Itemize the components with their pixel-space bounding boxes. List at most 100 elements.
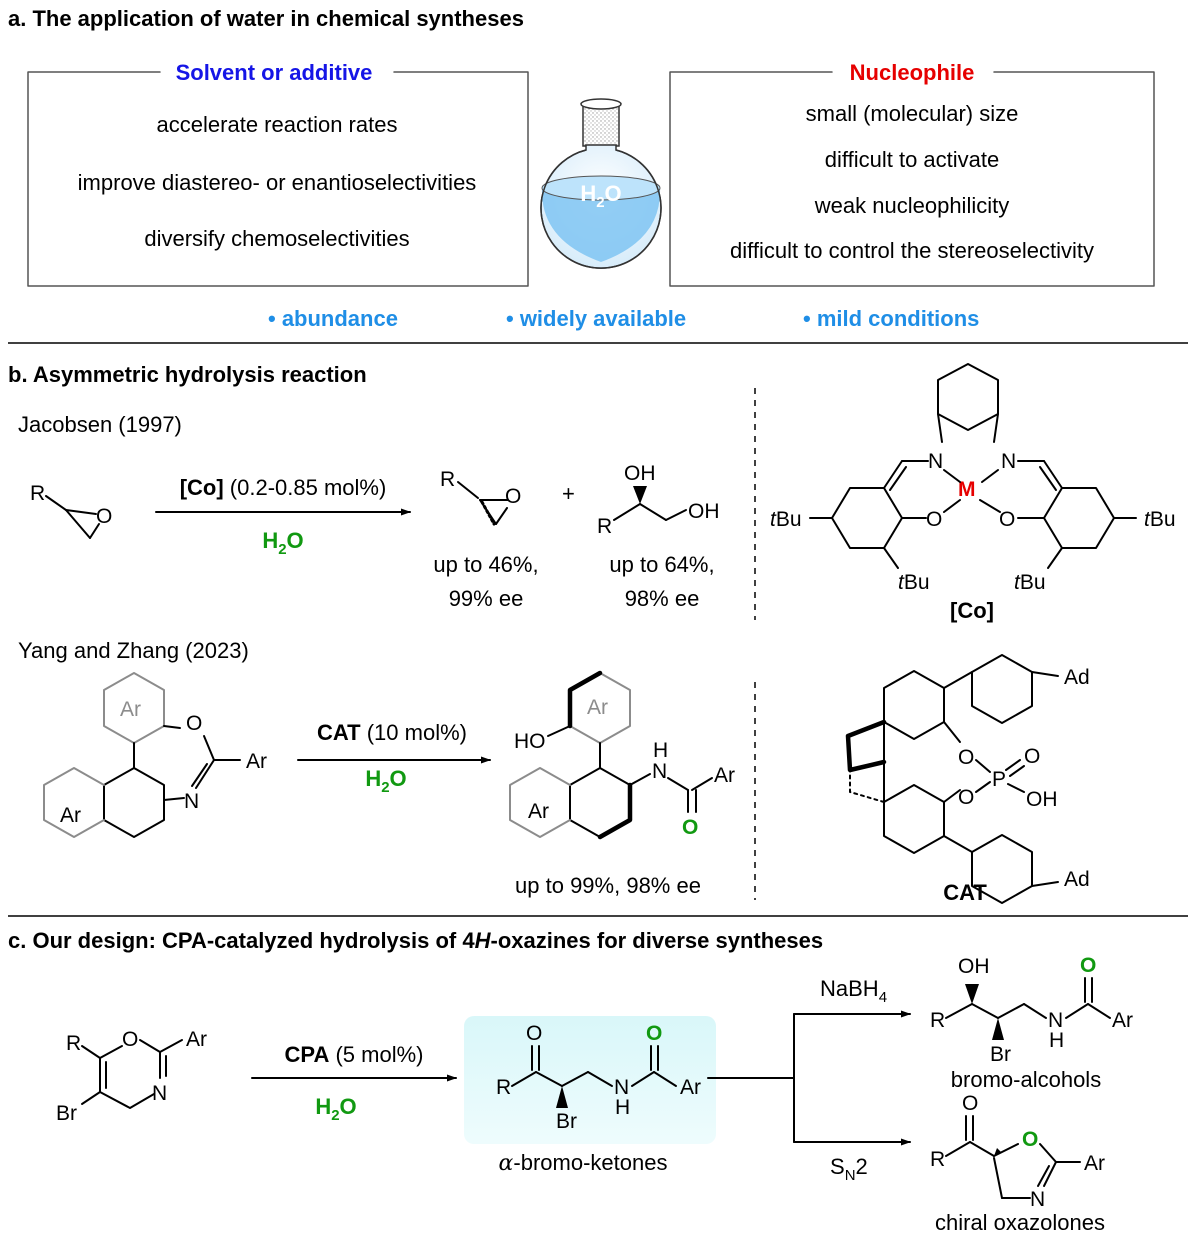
svg-text:H: H bbox=[615, 1096, 630, 1119]
svg-text:O: O bbox=[1022, 1128, 1038, 1151]
jacobsen-yield1-line1: up to 46%, bbox=[433, 552, 538, 577]
svg-text:OH: OH bbox=[688, 500, 720, 523]
cpa-catalyst-label: CAT bbox=[943, 880, 987, 905]
product1-label: bromo-alcohols bbox=[951, 1067, 1101, 1092]
svg-text:H: H bbox=[653, 739, 668, 762]
bullet-abundance: • abundance bbox=[268, 306, 398, 331]
svg-text:O: O bbox=[122, 1028, 138, 1051]
nucleophile-item-2: difficult to activate bbox=[825, 147, 999, 172]
solvent-box: Solvent or additive accelerate reaction … bbox=[27, 60, 529, 287]
svg-text:tBu: tBu bbox=[898, 571, 930, 594]
section-c-title: c. Our design: CPA-catalyzed hydrolysis … bbox=[8, 928, 823, 953]
section-c: c. Our design: CPA-catalyzed hydrolysis … bbox=[8, 928, 1133, 1235]
chiral-epoxide: R O bbox=[440, 468, 521, 526]
svg-text:N: N bbox=[1048, 1009, 1063, 1032]
flask-water-label: H2O bbox=[580, 181, 621, 211]
salen-co-catalyst: N N M O O tBu tBu tBu tBu bbox=[770, 363, 1176, 623]
bromo-ketone-intermediate: O R Br N H O Ar bbox=[496, 1022, 701, 1133]
svg-text:H: H bbox=[1049, 1029, 1064, 1052]
svg-text:Ar: Ar bbox=[680, 1076, 701, 1099]
svg-text:OH: OH bbox=[624, 462, 656, 485]
plus-sign: + bbox=[562, 481, 575, 506]
nucleophile-item-3: weak nucleophilicity bbox=[814, 193, 1009, 218]
intermediate-label: α-bromo-ketones bbox=[499, 1150, 668, 1176]
svg-text:M: M bbox=[958, 478, 976, 501]
yang-yield: up to 99%, 98% ee bbox=[515, 873, 701, 898]
svg-text:tBu: tBu bbox=[1144, 508, 1176, 531]
bullet-mild-conditions: • mild conditions bbox=[803, 306, 979, 331]
spiro-cpa-catalyst: O O P O OH Ad Ad CAT bbox=[845, 654, 1090, 905]
nabh4-reagent: NaBH4 bbox=[820, 976, 887, 1006]
solvent-item-3: diversify chemoselectivities bbox=[144, 226, 409, 251]
solvent-item-1: accelerate reaction rates bbox=[157, 112, 398, 137]
cpa-conditions: CPA (5 mol%) bbox=[285, 1042, 424, 1067]
nucleophile-box-title: Nucleophile bbox=[850, 60, 975, 85]
yang-conditions: CAT (10 mol%) bbox=[317, 720, 467, 745]
intermediate-highlight bbox=[464, 1016, 716, 1144]
solvent-box-title: Solvent or additive bbox=[176, 60, 373, 85]
svg-text:Ar: Ar bbox=[60, 804, 81, 827]
jacobsen-ref: Jacobsen (1997) bbox=[18, 412, 182, 437]
nucleophile-box: Nucleophile small (molecular) size diffi… bbox=[669, 60, 1155, 287]
svg-text:R: R bbox=[930, 1009, 945, 1032]
svg-text:O: O bbox=[682, 816, 698, 839]
svg-text:R: R bbox=[930, 1148, 945, 1171]
svg-text:O: O bbox=[1080, 954, 1096, 977]
svg-text:Br: Br bbox=[990, 1043, 1011, 1066]
branch-arrows bbox=[707, 1010, 911, 1146]
svg-text:N: N bbox=[652, 760, 667, 783]
jacobsen-conditions: [Co] (0.2-0.85 mol%) bbox=[180, 475, 387, 500]
svg-text:O: O bbox=[999, 508, 1015, 531]
racemic-epoxide: R O bbox=[30, 482, 112, 539]
svg-text:O: O bbox=[958, 786, 974, 809]
svg-text:Ar: Ar bbox=[1112, 1009, 1133, 1032]
benzoxazepine: Ar O Ar N Ar bbox=[43, 672, 267, 838]
svg-text:Br: Br bbox=[556, 1110, 577, 1133]
section-b: b. Asymmetric hydrolysis reaction Jacobs… bbox=[8, 362, 1188, 917]
svg-text:Ar: Ar bbox=[714, 764, 735, 787]
jacobsen-yield2-line1: up to 64%, bbox=[609, 552, 714, 577]
svg-text:Ar: Ar bbox=[120, 698, 141, 721]
svg-text:O: O bbox=[1024, 745, 1040, 768]
svg-text:N: N bbox=[1001, 450, 1016, 473]
jacobsen-water: H2O bbox=[262, 528, 303, 558]
diol: OH R OH bbox=[597, 462, 720, 538]
svg-text:O: O bbox=[505, 485, 521, 508]
svg-text:R: R bbox=[66, 1032, 81, 1055]
cpa-water: H2O bbox=[315, 1094, 356, 1124]
svg-text:N: N bbox=[184, 790, 199, 813]
svg-text:Ar: Ar bbox=[1084, 1152, 1105, 1175]
svg-text:R: R bbox=[496, 1076, 511, 1099]
svg-text:HO: HO bbox=[514, 730, 546, 753]
svg-text:tBu: tBu bbox=[770, 508, 802, 531]
svg-text:Ar: Ar bbox=[186, 1028, 207, 1051]
svg-text:O: O bbox=[646, 1022, 662, 1045]
svg-text:P: P bbox=[992, 768, 1006, 791]
svg-text:N: N bbox=[152, 1082, 167, 1105]
svg-text:tBu: tBu bbox=[1014, 571, 1046, 594]
atropisomeric-amide: Ar HO Ar N H O Ar bbox=[509, 670, 735, 840]
product2-label: chiral oxazolones bbox=[935, 1210, 1105, 1235]
svg-text:OH: OH bbox=[958, 955, 990, 978]
solvent-item-2: improve diastereo- or enantioselectiviti… bbox=[78, 170, 477, 195]
oxazine-substrate: R O Ar N Br bbox=[56, 1028, 207, 1125]
svg-text:R: R bbox=[597, 515, 612, 538]
section-b-title: b. Asymmetric hydrolysis reaction bbox=[8, 362, 367, 387]
svg-text:R: R bbox=[440, 468, 455, 491]
svg-text:Ar: Ar bbox=[528, 800, 549, 823]
svg-text:O: O bbox=[526, 1022, 542, 1045]
svg-text:O: O bbox=[962, 1092, 978, 1115]
yang-zhang-ref: Yang and Zhang (2023) bbox=[18, 638, 249, 663]
svg-text:OH: OH bbox=[1026, 788, 1058, 811]
nucleophile-item-1: small (molecular) size bbox=[806, 101, 1019, 126]
svg-text:Ad: Ad bbox=[1064, 666, 1090, 689]
salen-catalyst-label: [Co] bbox=[950, 598, 994, 623]
svg-text:O: O bbox=[96, 505, 112, 528]
svg-text:O: O bbox=[958, 746, 974, 769]
svg-text:Ad: Ad bbox=[1064, 868, 1090, 891]
svg-text:Br: Br bbox=[56, 1102, 77, 1125]
section-a-title: a. The application of water in chemical … bbox=[8, 6, 524, 31]
yang-water: H2O bbox=[365, 766, 406, 796]
svg-text:N: N bbox=[614, 1076, 629, 1099]
